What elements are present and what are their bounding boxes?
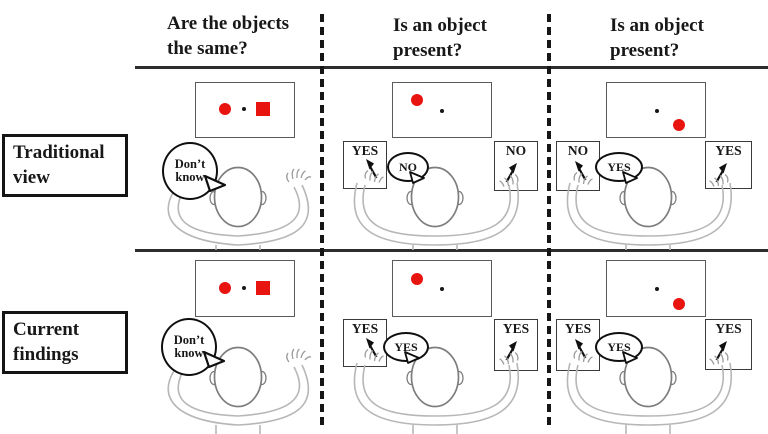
speech-bubble-tail bbox=[622, 351, 638, 364]
fixation-dot bbox=[655, 287, 659, 291]
stimulus-screen bbox=[606, 82, 706, 138]
row-label-traditional-view: Traditional view bbox=[2, 134, 128, 197]
red-circle-stimulus bbox=[219, 103, 231, 115]
fixation-dot bbox=[440, 287, 444, 291]
stimulus-screen bbox=[606, 260, 706, 317]
column-divider-dashed bbox=[547, 14, 551, 430]
column-question-header: Is an object present? bbox=[610, 15, 704, 61]
speech-text: NO bbox=[399, 159, 417, 174]
stimulus-screen bbox=[195, 82, 295, 138]
red-square-stimulus bbox=[256, 281, 270, 295]
stimulus-screen bbox=[392, 82, 492, 138]
speech-text: Don’t know bbox=[173, 333, 205, 360]
fixation-dot bbox=[440, 109, 444, 113]
speech-text: YES bbox=[607, 339, 631, 354]
red-circle-stimulus bbox=[411, 273, 423, 285]
card-label: YES bbox=[564, 321, 592, 336]
speech-text: YES bbox=[607, 159, 631, 174]
card-label: YES bbox=[715, 143, 742, 158]
stimulus-screen bbox=[195, 260, 295, 317]
red-circle-stimulus bbox=[411, 94, 423, 106]
red-circle-stimulus bbox=[219, 282, 231, 294]
red-square-stimulus bbox=[256, 102, 270, 116]
stimulus-screen bbox=[392, 260, 492, 317]
fixation-dot bbox=[242, 286, 246, 290]
row-divider-line bbox=[135, 249, 768, 252]
speech-bubble: NO bbox=[387, 152, 429, 182]
pointing-hand-left-icon bbox=[572, 337, 594, 364]
response-card-right: YES bbox=[705, 141, 752, 189]
fixation-dot bbox=[655, 109, 659, 113]
card-label: YES bbox=[351, 321, 379, 336]
speech-bubble: YES bbox=[595, 152, 643, 182]
header-rule-line bbox=[135, 66, 768, 69]
column-question-header: Is an object present? bbox=[393, 15, 487, 61]
speech-text: Don’t know bbox=[174, 157, 206, 184]
response-card-right: YES bbox=[494, 319, 538, 371]
row-label-current-findings: Current findings bbox=[2, 311, 128, 374]
card-label: YES bbox=[502, 321, 530, 336]
card-label: NO bbox=[567, 143, 589, 158]
speech-text: YES bbox=[394, 339, 418, 354]
column-divider-dashed bbox=[320, 14, 324, 430]
card-label: YES bbox=[715, 321, 742, 336]
pointing-hand-right-icon bbox=[707, 339, 731, 367]
card-label: NO bbox=[505, 143, 527, 158]
red-circle-stimulus bbox=[673, 119, 685, 131]
card-label: YES bbox=[351, 143, 379, 158]
column-question-header: Are the objects the same? bbox=[167, 13, 290, 59]
response-card-right: NO bbox=[494, 141, 538, 191]
fixation-dot bbox=[242, 107, 246, 111]
red-circle-stimulus bbox=[673, 298, 685, 310]
